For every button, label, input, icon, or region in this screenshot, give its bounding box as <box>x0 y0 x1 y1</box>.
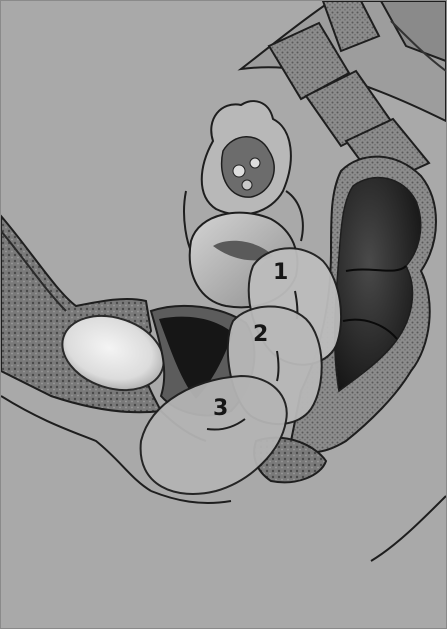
label-3: 3 <box>213 396 228 421</box>
label-1: 1 <box>273 260 288 285</box>
label-2: 2 <box>253 322 268 347</box>
